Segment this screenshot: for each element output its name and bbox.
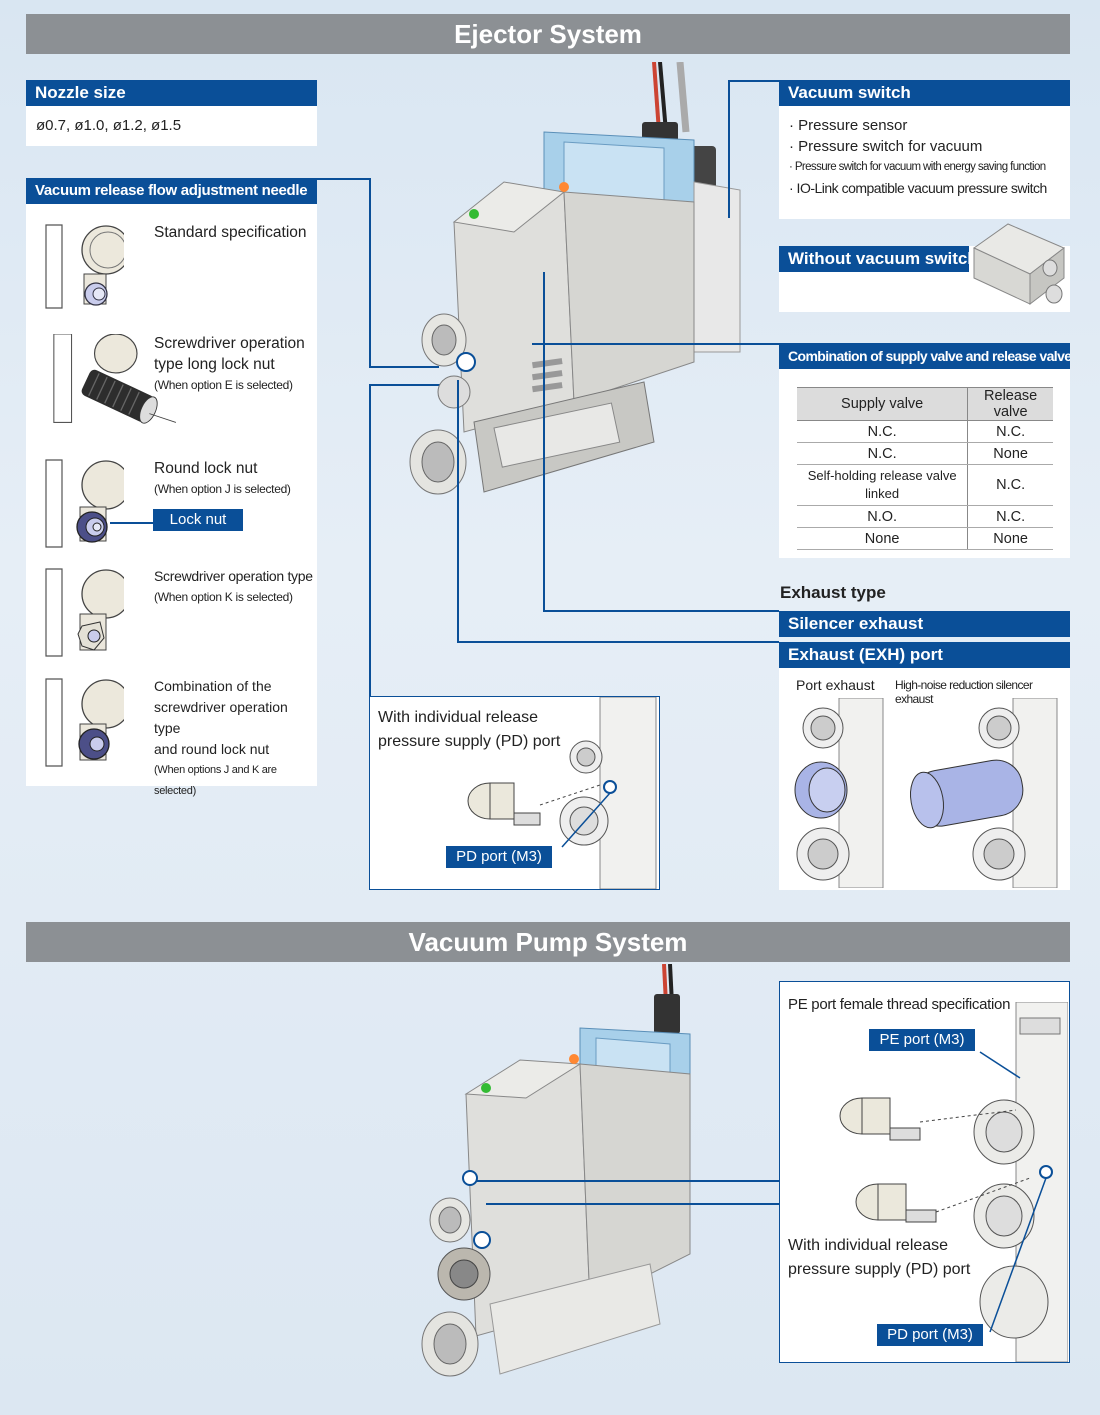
pd-port-pump-label: PD port (M3) [877,1324,983,1346]
table-cell: N.C. [967,505,1053,528]
silencer-leader-h [543,610,779,612]
table-row: Self-holding release valve linked N.C. [797,464,1053,506]
combination-header: Combination of supply valve and release … [779,343,1070,369]
nozzle-sizes-text: ø0.7, ø1.0, ø1.2, ø1.5 [36,117,182,134]
vacuum-switch-item: · Pressure switch for vacuum [789,138,983,155]
table-cell: N.C. [967,464,1053,506]
vacuum-pump-unit-illustration [421,964,691,1377]
needle-panel: Vacuum release flow adjustment needle St… [26,178,317,797]
without-switch-illustration [973,223,1065,306]
without-switch-header: Without vacuum switch [779,246,969,272]
needle-leader-v [369,178,371,366]
option-combination: Combination of the screwdriver operation… [154,676,317,802]
high-noise-label: High-noise reduction silencer exhaust [895,678,1033,706]
table-cell: None [967,442,1053,465]
table-row: N.C. None [797,442,1053,465]
pd-port-ejector-illustration [467,697,657,889]
option-round-lock-nut-label: Round lock nut [154,460,258,477]
combination-leader [532,343,779,345]
round-lock-nut-illustration [45,459,124,548]
combination-needle-illustration [45,678,124,767]
lock-nut-leader [110,522,153,524]
option-long-lock-nut-note: (When option E is selected) [154,378,293,392]
supply-valve-column: Supply valve [797,387,969,421]
option-long-lock-nut-line1: Screwdriver operation [154,335,305,352]
silencer-exhaust-illustration [910,698,1058,888]
needle-leader-h2 [369,366,439,368]
standard-needle-illustration [44,220,124,312]
exhaust-type-heading: Exhaust type [780,583,886,602]
pd-port-pump-caption-line1: With individual release [788,1237,949,1254]
vacuum-switch-item: · IO-Link compatible vacuum pressure swi… [789,180,1047,196]
needle-header: Vacuum release flow adjustment needle [26,178,317,204]
table-row: None None [797,527,1053,550]
exh-leader-v [457,380,459,642]
ejector-unit-illustration [409,62,741,495]
vacuum-switch-leader-h [728,80,779,82]
table-cell: None [797,527,969,550]
table-cell: N.C. [797,420,969,443]
pd-leader-h [369,384,461,386]
pump-port-detail-illustration [839,1002,1068,1362]
exh-port-header: Exhaust (EXH) port [779,642,1070,668]
pd-port-ejector-panel: With individual release pressure supply … [369,696,660,890]
lock-nut-label: Lock nut [153,509,243,531]
silencer-exhaust-header: Silencer exhaust [779,611,1070,637]
needle-leader-h1 [317,178,369,180]
ejector-system-title: Ejector System [26,14,1070,54]
pe-port-label: PE port (M3) [869,1029,975,1051]
option-standard: Standard specification [154,222,307,243]
combination-table: Supply valve Release valve N.C. N.C. N.C… [797,387,1053,550]
silencer-leader-v [543,272,545,611]
long-lock-nut-illustration [53,334,177,424]
pd-leader-v [369,384,371,696]
pump-detail-panel: PE port female thread specification PE p… [779,981,1070,1363]
option-screwdriver: Screwdriver operation type (When option … [154,566,313,608]
nozzle-size-panel: Nozzle size ø0.7, ø1.0, ø1.2, ø1.5 [26,80,317,146]
option-screwdriver-note: (When option K is selected) [154,590,293,604]
screwdriver-type-illustration [45,568,124,657]
option-long-lock-nut: Screwdriver operation type long lock nut… [154,333,305,396]
option-standard-label: Standard specification [154,224,307,241]
vacuum-switch-item: · Pressure switch for vacuum with energy… [789,161,1046,173]
pd-port-ejector-label: PD port (M3) [446,846,552,868]
pd-pump-leader-h [486,1203,798,1205]
option-round-lock-nut-note: (When option J is selected) [154,482,291,496]
table-cell: None [967,527,1053,550]
release-valve-column: Release valve [967,387,1053,421]
vacuum-switch-panel: Vacuum switch · Pressure sensor · Pressu… [779,80,1070,219]
port-exhaust-illustration [794,698,884,888]
table-cell: N.C. [797,442,969,465]
nozzle-size-header: Nozzle size [26,80,317,106]
pd-port-ejector-caption-line1: With individual release [378,709,539,726]
option-long-lock-nut-line2: type long lock nut [154,356,275,373]
option-combination-line2: screwdriver operation type [154,699,288,736]
option-combination-note: (When options J and K are selected) [154,764,277,797]
vacuum-pump-system-title: Vacuum Pump System [26,922,1070,962]
table-row: N.O. N.C. [797,505,1053,528]
pd-port-pump-caption-line2: pressure supply (PD) port [788,1261,971,1278]
table-row: N.C. N.C. [797,420,1053,443]
pe-port-caption: PE port female thread specification [788,996,1011,1013]
pd-port-ejector-caption: With individual release pressure supply … [378,706,560,754]
vacuum-switch-header: Vacuum switch [779,80,1070,106]
table-cell: N.O. [797,505,969,528]
option-combination-line1: Combination of the [154,678,272,694]
combination-panel: Combination of supply valve and release … [779,343,1070,558]
option-screwdriver-label: Screwdriver operation type [154,568,313,584]
exhaust-illustration-panel: Port exhaust High-noise reduction silenc… [779,668,1070,890]
table-cell: N.C. [967,420,1053,443]
pd-port-ejector-caption-line2: pressure supply (PD) port [378,733,561,750]
pe-leader-h [476,1180,796,1182]
option-combination-line3: and round lock nut [154,741,270,757]
option-round-lock-nut: Round lock nut (When option J is selecte… [154,458,291,500]
pd-port-pump-caption: With individual release pressure supply … [788,1234,970,1282]
vacuum-switch-leader-v [728,80,730,218]
vacuum-switch-item: · Pressure sensor [789,117,908,134]
exh-leader-h [457,641,779,643]
table-cell: Self-holding release valve linked [797,464,969,506]
port-exhaust-label: Port exhaust [796,677,875,693]
